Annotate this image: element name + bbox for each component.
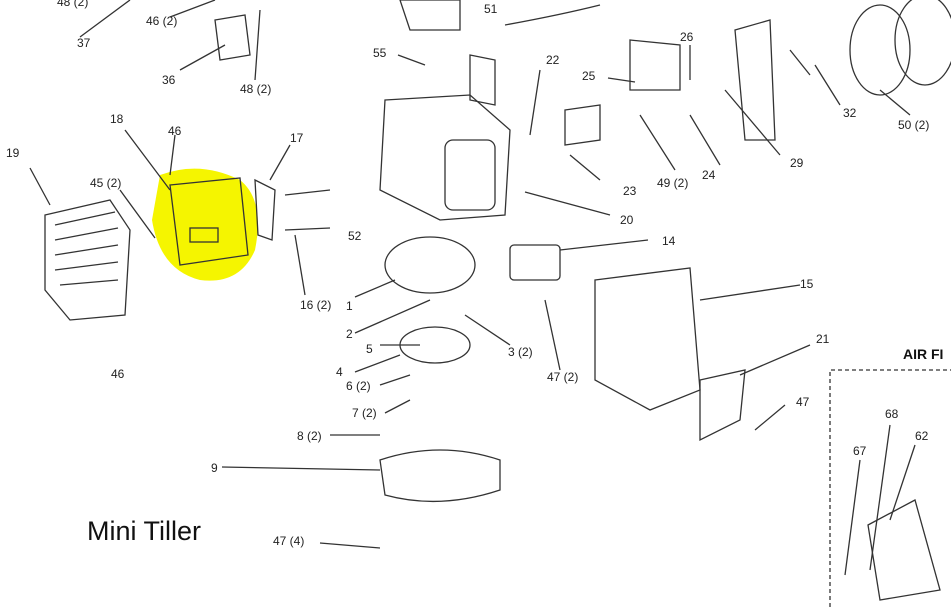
part-label: 21 [816, 332, 830, 346]
part-label: 46 [168, 124, 182, 138]
part-label: 24 [702, 168, 716, 182]
part-label: 36 [162, 73, 176, 87]
part-label: 48 (2) [57, 0, 89, 9]
part-label: 3 (2) [508, 345, 533, 359]
part-label: 29 [790, 156, 804, 170]
part-label: 32 [843, 106, 857, 120]
part-label: 22 [546, 53, 560, 67]
part-label: 18 [110, 112, 124, 126]
part-label: 51 [484, 2, 498, 16]
muffler-highlight [152, 168, 258, 281]
part-label: 15 [800, 277, 814, 291]
part-label: 8 (2) [297, 429, 322, 443]
part-label: 26 [680, 30, 694, 44]
part-label: 55 [373, 46, 387, 60]
muffler [169, 177, 249, 266]
part-label: 37 [77, 36, 91, 50]
part-label: 45 (2) [90, 176, 122, 190]
diagram-caption: Mini Tiller [87, 516, 202, 546]
part-label: 25 [582, 69, 596, 83]
part-label: 14 [662, 234, 676, 248]
shroud [594, 267, 701, 411]
part-label: 6 (2) [346, 379, 371, 393]
part-label: 47 (4) [273, 534, 305, 548]
part-label: 48 (2) [240, 82, 272, 96]
part-label: 5 [366, 342, 373, 356]
part-label: 68 [885, 407, 899, 421]
part-label: 2 [346, 327, 353, 341]
part-label: 47 [796, 395, 810, 409]
part-label: 4 [336, 365, 343, 379]
part-label: 67 [853, 444, 867, 458]
inset-title: AIR FI [903, 346, 944, 362]
part-label: 19 [6, 146, 20, 160]
air-filter-inset [829, 369, 951, 607]
flywheel [384, 236, 476, 294]
part-label: 49 (2) [657, 176, 689, 190]
fan-housing [379, 449, 501, 503]
muffler-shield [44, 199, 131, 321]
part-label: 16 (2) [300, 298, 332, 312]
part-label: 17 [290, 131, 304, 145]
part-label: 62 [915, 429, 929, 443]
part-label: 47 (2) [547, 370, 579, 384]
part-label: 46 (2) [146, 14, 178, 28]
part-label: 9 [211, 461, 218, 475]
part-label: 50 (2) [898, 118, 930, 132]
part-label: 23 [623, 184, 637, 198]
part-label: 7 (2) [352, 406, 377, 420]
part-label: 46 [111, 367, 125, 381]
part-label: 20 [620, 213, 634, 227]
part-label: 52 [348, 229, 362, 243]
gasket [254, 178, 276, 241]
part-label: 1 [346, 299, 353, 313]
